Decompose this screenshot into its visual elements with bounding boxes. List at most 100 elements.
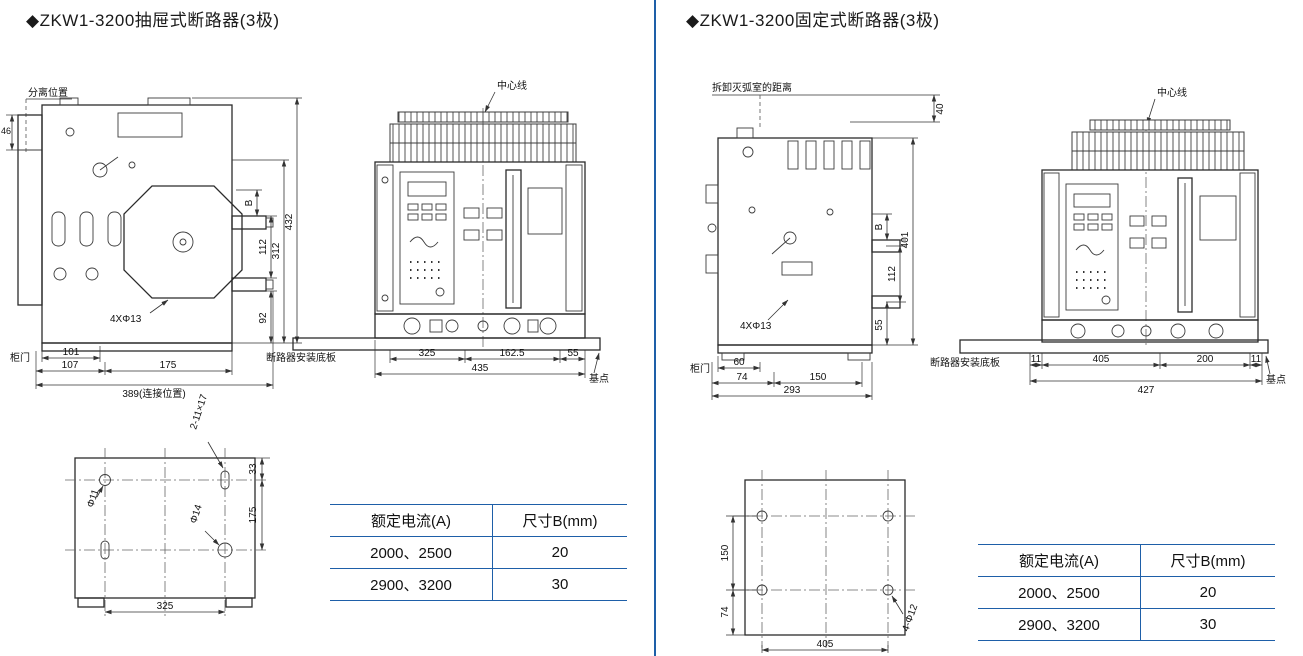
base-point-label: 基点 [1266,373,1286,386]
dim-label-312: 312 [271,242,282,259]
handle-bar [505,169,522,309]
hole-label-4-phi12: 4-Φ12 [900,603,920,633]
bottom-band [1041,319,1259,343]
col-header-dimension-b: 尺寸B(mm) [1140,544,1275,577]
table-header-row: 额定电流(A) 尺寸B(mm) [978,544,1275,577]
dim-label-92: 92 [258,312,269,324]
cell-rated-current-1: 2000、2500 [978,576,1141,609]
right-side-view: 拆卸灭弧室的距离 40 4XΦ13 [690,81,946,400]
panel-divider [654,0,656,656]
dim-label-293: 293 [784,385,801,396]
dim-label-389: 389(连接位置) [122,387,185,400]
left-side-view: 分离位置 46 [1,86,302,400]
dim-label-405: 405 [1093,354,1110,365]
slot-11x17-lower [100,540,110,560]
base-plate-label: 断路器安装底板 [266,351,336,364]
table-row: 2900、3200 30 [978,608,1275,641]
dim-label-11-left: 11 [1031,354,1042,365]
dim-label-33: 33 [248,463,259,475]
breaker-front-body [1041,169,1259,321]
dim-label-11-right: 11 [1251,354,1262,365]
hole-label-phi14: Φ14 [188,503,204,525]
cell-dimension-b-2: 30 [492,568,627,601]
dim-label-175-plate: 175 [248,506,259,523]
cell-rated-current-2: 2900、3200 [330,568,493,601]
col-header-dimension-b: 尺寸B(mm) [492,504,627,537]
operating-lever [92,162,108,178]
mounting-holes-label: 4XΦ13 [110,314,142,325]
dim-label-74: 74 [720,606,731,618]
dim-label-112: 112 [258,239,269,255]
mounting-holes-label: 4XΦ13 [740,321,772,332]
dim-label-200: 200 [1197,354,1214,365]
slot-11x17 [220,470,230,490]
left-mounting-plate: 2-11×17 33 175 Φ11 Φ14 325 [65,393,270,616]
terminal-arm-lower [231,277,267,292]
bottom-rail [41,342,233,352]
dim-label-40: 40 [935,103,946,115]
table-header-row: 额定电流(A) 尺寸B(mm) [330,504,627,537]
cell-rated-current-1: 2000、2500 [330,536,493,569]
cabinet-door-label: 柜门 [690,362,710,375]
hole-label-phi11: Φ11 [85,488,101,509]
dim-label-325: 325 [419,348,436,359]
dim-label-55: 55 [874,319,885,331]
dim-label-55: 55 [567,348,579,359]
cabinet-door-label: 柜门 [10,351,30,364]
dim-label-405: 405 [817,639,834,650]
octagon-mechanism [123,185,243,299]
separation-position-label: 分离位置 [28,86,68,99]
dim-label-B: B [874,223,885,230]
left-panel-title: ◆ZKW1-3200抽屉式断路器(3极) [26,11,280,30]
dim-label-175: 175 [160,360,177,371]
right-panel-title: ◆ZKW1-3200固定式断路器(3极) [686,11,940,30]
dim-label-B: B [244,199,255,206]
mounting-plate-outline [744,479,906,636]
base-plate-label: 断路器安装底板 [930,356,1000,369]
hole-phi14 [217,542,233,558]
dim-label-101: 101 [63,347,80,358]
display-window [407,181,447,197]
dim-label-432: 432 [284,213,295,230]
cell-dimension-b-1: 20 [1140,576,1275,609]
dim-label-435: 435 [472,363,489,374]
right-mounting-plate: 150 74 405 4-Φ12 [720,470,921,653]
hole-phi11 [99,474,111,486]
dim-label-427: 427 [1138,385,1155,396]
dim-label-107: 107 [62,360,79,371]
operating-lever [783,231,797,245]
slot-size-label: 2-11×17 [188,393,210,431]
dim-label-74: 74 [736,372,748,383]
mounting-base-plate [292,337,601,351]
dim-label-46: 46 [1,126,11,136]
left-front-view: 中心线 [266,79,609,385]
hole-phi12 [756,510,768,522]
table-row: 2000、2500 20 [978,576,1275,609]
cell-dimension-b-2: 30 [1140,608,1275,641]
breaker-body [41,104,233,344]
cell-dimension-b-1: 20 [492,536,627,569]
center-line-label: 中心线 [1157,86,1187,99]
dim-label-325-plate: 325 [157,601,174,612]
right-front-view: 中心线 [930,86,1286,396]
terminal-comb-top [397,111,569,123]
arc-chamber-distance-label: 拆卸灭弧室的距离 [712,81,792,94]
dim-label-401: 401 [900,231,911,248]
right-spec-table: 额定电流(A) 尺寸B(mm) 2000、2500 20 2900、3200 3… [978,544,1275,641]
table-row: 2900、3200 30 [330,568,627,601]
bottom-rail [717,344,873,354]
terminal-arm-upper [231,215,267,230]
table-row: 2000、2500 20 [330,536,627,569]
bottom-band [374,313,586,339]
control-panel [1065,183,1119,311]
mounting-base-plate [959,339,1269,354]
display-window [1073,193,1111,208]
col-header-rated-current: 额定电流(A) [330,504,493,537]
hole-phi12 [882,510,894,522]
dim-label-150: 150 [720,544,731,561]
left-spec-table: 额定电流(A) 尺寸B(mm) 2000、2500 20 2900、3200 3… [330,504,627,601]
center-line-label: 中心线 [497,79,527,92]
base-point-label: 基点 [589,372,609,385]
